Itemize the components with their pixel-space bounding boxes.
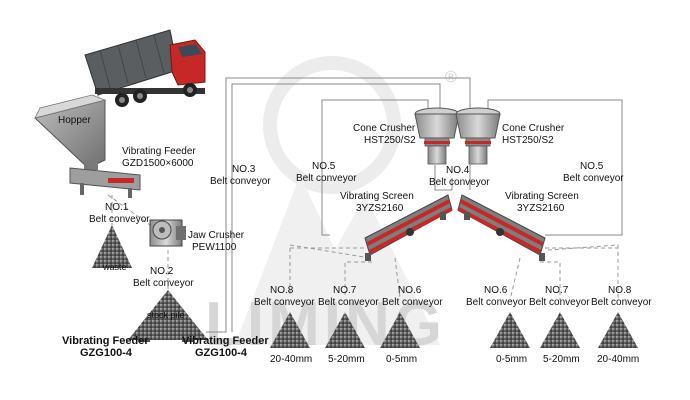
pile-left-3	[380, 312, 420, 348]
no6-right-name: Belt conveyor	[466, 297, 527, 308]
conveyor-line-no5-left	[321, 99, 429, 236]
conveyor-lines	[206, 77, 623, 333]
pile-right-2-label: 5-20mm	[543, 354, 580, 365]
no2-number: NO.2	[150, 266, 174, 277]
cone-crusher-left-model: HST250/S2	[364, 135, 416, 146]
no8-right-name: Belt conveyor	[591, 297, 652, 308]
no4-number: NO.4	[446, 165, 470, 176]
flow-left-no7	[344, 261, 372, 298]
cone-crusher-right: Cone Crusher HST250/S2	[455, 107, 565, 165]
cone-crusher-right-name: Cone Crusher	[502, 123, 565, 134]
no2-name: Belt conveyor	[133, 278, 194, 289]
dump-truck	[84, 29, 206, 107]
waste-label: waste	[102, 262, 127, 272]
flow-feeder-to-jaw	[107, 194, 151, 226]
no8-left-name: Belt conveyor	[254, 297, 315, 308]
pile-right-3-label: 20-40mm	[597, 354, 639, 365]
main-feeder-model: GZD1500×6000	[122, 158, 194, 169]
stock-pile-label: stock pile	[147, 310, 185, 320]
vibrating-screen-right: Vibrating Screen 3YZS2160	[457, 191, 579, 261]
pile-left-3-label: 0-5mm	[386, 354, 417, 365]
vibrating-feeder-bottom-left: Vibrating Feeder GZG100-4	[62, 335, 149, 359]
no3-number: NO.3	[232, 164, 256, 175]
conveyor-line-no3	[206, 77, 471, 333]
screen-left-model: 3YZS2160	[356, 203, 404, 214]
no7-right-name: Belt conveyor	[529, 297, 590, 308]
conveyor-line-no3-inner	[231, 83, 441, 332]
pile-right-1-label: 0-5mm	[496, 354, 527, 365]
no6-left-name: Belt conveyor	[382, 297, 443, 308]
screen-right-name: Vibrating Screen	[505, 191, 579, 202]
product-piles: 20-40mm 5-20mm 0-5mm 0-5mm 5-20mm 20-40m…	[270, 312, 639, 365]
no7-right-number: NO.7	[545, 285, 569, 296]
no8-right-number: NO.8	[608, 285, 632, 296]
conveyor-line-no5-right	[487, 99, 623, 236]
pile-right-2	[540, 312, 580, 348]
pile-right-1	[490, 312, 530, 348]
flow-right-no7	[540, 261, 561, 300]
pile-left-1-label: 20-40mm	[270, 354, 312, 365]
no3-name: Belt conveyor	[210, 176, 271, 187]
vibrating-screen-left: Vibrating Screen 3YZS2160	[340, 191, 453, 261]
cone-crusher-left: Cone Crusher HST250/S2	[353, 107, 460, 165]
flow-left-no8	[289, 244, 371, 295]
screen-left-name: Vibrating Screen	[340, 191, 414, 202]
pile-left-1	[270, 312, 310, 348]
jaw-crusher-model: PEW1100	[192, 242, 237, 253]
no4-name: Belt conveyor	[429, 177, 490, 188]
main-feeder-name: Vibrating Feeder	[122, 146, 196, 157]
flow-lines	[107, 194, 619, 301]
bottom-right-feeder-name: Vibrating Feeder	[182, 335, 269, 347]
no5-right-name: Belt conveyor	[563, 173, 624, 184]
cone-crusher-left-name: Cone Crusher	[353, 123, 416, 134]
no7-left-name: Belt conveyor	[318, 297, 379, 308]
flow-right-no8	[547, 244, 619, 298]
no1-name: Belt conveyor	[89, 214, 150, 225]
jaw-crusher-name: Jaw Crusher	[188, 230, 245, 241]
bottom-left-feeder-name: Vibrating Feeder	[62, 335, 149, 347]
hopper-label: Hopper	[58, 115, 91, 126]
cone-crusher-right-model: HST250/S2	[502, 135, 554, 146]
jaw-crusher: Jaw Crusher PEW1100	[149, 219, 245, 253]
no5-right-number: NO.5	[580, 161, 604, 172]
stock-pile: stock pile	[128, 290, 208, 342]
no8-left-number: NO.8	[270, 285, 294, 296]
no5-left-name: Belt conveyor	[296, 173, 357, 184]
vibrating-feeder-bottom-right: Vibrating Feeder GZG100-4	[182, 335, 269, 359]
no7-left-number: NO.7	[333, 285, 357, 296]
waste-pile: waste	[92, 225, 132, 272]
no6-left-number: NO.6	[398, 285, 422, 296]
screen-right-model: 3YZS2160	[517, 203, 565, 214]
pile-left-2-label: 5-20mm	[328, 354, 365, 365]
vibrating-feeder-main: Vibrating Feeder GZD1500×6000	[69, 146, 196, 198]
bottom-right-feeder-model: GZG100-4	[195, 347, 248, 359]
no5-left-number: NO.5	[312, 161, 336, 172]
no1-number: NO.1	[105, 202, 129, 213]
hopper: Hopper	[33, 94, 107, 170]
bottom-left-feeder-model: GZG100-4	[80, 347, 133, 359]
pile-right-3	[598, 312, 638, 348]
flow-right-no6	[509, 257, 521, 301]
no6-right-number: NO.6	[484, 285, 508, 296]
conveyor-labels: NO.1 Belt conveyor NO.2 Belt conveyor NO…	[89, 161, 652, 308]
pile-left-2	[325, 312, 365, 348]
conveyor-line-no4	[434, 165, 453, 191]
